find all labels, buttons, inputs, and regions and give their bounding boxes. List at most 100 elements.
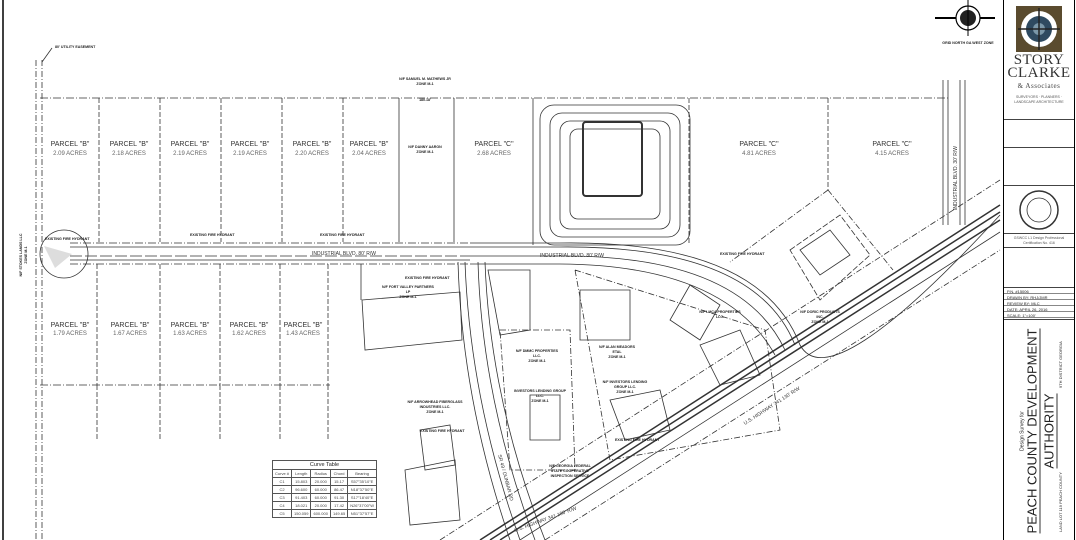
firm-address [1004, 120, 1074, 148]
north-arrow-icon [935, 0, 995, 36]
cell: 91.403 [291, 493, 312, 502]
column-header: Bearing [347, 469, 377, 478]
cell: 96.600 [291, 485, 312, 494]
parcel-name: PARCEL "B" [51, 141, 90, 148]
cell: 20.000 [310, 501, 331, 510]
parcel-name: PARCEL "C" [872, 141, 912, 148]
cell: C5 [271, 509, 293, 518]
parcel-acres: 2.04 ACRES [352, 151, 386, 157]
parcels-bottom: PARCEL "B" 1.79 ACRES PARCEL "B" 1.67 AC… [51, 322, 323, 337]
project-info: P.N. #15006 DRAWN BY: RHJ/JMR REVIEW BY:… [1004, 288, 1074, 320]
north-arrow-label: GRID NORTH GA WEST ZONE [942, 41, 994, 45]
parcel-acres: 2.20 ACRES [295, 151, 329, 157]
cell: C2 [271, 485, 293, 494]
date: DATE: APRIL 26, 2016 [1004, 306, 1074, 312]
cell: 600.000 [310, 509, 331, 518]
parcel-acres: 1.43 ACRES [286, 331, 320, 337]
hydrant-label: EXISTING FIRE HYDRANT [45, 237, 90, 241]
cell: N51°37'57"E [347, 509, 377, 518]
parcel-acres: 1.67 ACRES [113, 331, 147, 337]
hydrant-labels: EXISTING FIRE HYDRANT EXISTING FIRE HYDR… [45, 233, 765, 442]
cell: 60.000 [310, 485, 331, 494]
cell: 60.000 [310, 493, 331, 502]
land-lot: LAND LOT 119 PEACH COUNTY [1058, 472, 1063, 532]
cell: 17.42 [329, 501, 349, 510]
scale: SCALE: 1"=100' [1004, 312, 1074, 318]
parcel-name: PARCEL "B" [171, 141, 210, 148]
drawn-by: DRAWN BY: RHJ/JMR [1004, 294, 1074, 300]
column-header: Curve # [271, 469, 293, 478]
cell: C1 [271, 477, 293, 486]
parcel-name: PARCEL "B" [110, 141, 149, 148]
cell: C3 [271, 493, 293, 502]
cell: 20.000 [310, 477, 331, 486]
cell: N26°37'00"W [347, 501, 377, 510]
parcel-name: PARCEL "B" [230, 322, 269, 329]
client-name-2: AUTHORITY [1041, 393, 1058, 469]
column-header: Chord [329, 469, 349, 478]
parcel-acres: 2.18 ACRES [112, 151, 146, 157]
cell: S17°18'40"E [347, 493, 377, 502]
parcel-name: PARCEL "C" [474, 141, 514, 148]
parcel-name: PARCEL "C" [739, 141, 779, 148]
parcels-top: PARCEL "B" 2.09 ACRES PARCEL "B" 2.18 AC… [51, 141, 913, 157]
road-industrial-blvd-vertical: INDUSTRIAL BLVD. 30' R/W [953, 146, 959, 210]
hydrant-label: EXISTING FIRE HYDRANT [190, 233, 235, 237]
easement-label: 80' UTILITY EASEMENT [55, 45, 96, 49]
parcel-acres: 2.68 ACRES [477, 151, 511, 157]
cell: 15.803 [291, 477, 312, 486]
cell: C4 [271, 501, 293, 510]
district: 9TH DISTRICT GEORGIA [1058, 341, 1063, 388]
parcel-name: PARCEL "B" [293, 141, 332, 148]
hydrant-label: EXISTING FIRE HYDRANT [615, 438, 660, 442]
hydrant-label: EXISTING FIRE HYDRANT [420, 429, 465, 433]
site-plan-drawing: GRID NORTH GA WEST ZONE [2, 0, 1001, 540]
parcel-acres: 2.19 ACRES [233, 151, 267, 157]
parcel-name: PARCEL "B" [231, 141, 270, 148]
surveyor-seal [1004, 186, 1074, 234]
hydrant-label: EXISTING FIRE HYDRANT [320, 233, 365, 237]
cell: 149.65 [329, 509, 349, 518]
parcel-name: PARCEL "B" [171, 322, 210, 329]
parcel-name: PARCEL "B" [111, 322, 150, 329]
parcel-acres: 1.63 ACRES [173, 331, 207, 337]
review-by: REVIEW BY: MLC [1004, 300, 1074, 306]
parcel-acres: 1.79 ACRES [53, 331, 87, 337]
parcel-acres: 4.15 ACRES [875, 151, 909, 157]
project-title: Design Survey for PEACH COUNTY DEVELOPME… [1008, 326, 1070, 536]
notes-block [1004, 148, 1074, 186]
curve-table: Curve Table Curve # Length Radius Chord … [271, 460, 377, 518]
hydrant-label: EXISTING FIRE HYDRANT [720, 252, 765, 256]
column-header: Radius [310, 469, 331, 478]
parcel-acres: 2.19 ACRES [173, 151, 207, 157]
road-industrial-blvd: INDUSTRIAL BLVD. 80' R/W [312, 251, 376, 257]
cell: 91.30 [329, 493, 349, 502]
owner-stokes: N/F STOKES LANDS LLCZONE M-1 [19, 233, 28, 276]
project-number: P.N. #15006 [1004, 288, 1074, 294]
cell: S57°35'10"E [347, 477, 377, 486]
client-name: PEACH COUNTY DEVELOPMENT [1024, 328, 1041, 534]
parcel-name: PARCEL "B" [350, 141, 389, 148]
curve-table-header: Curve # Length Radius Chord Bearing [271, 469, 377, 478]
blank-area [1004, 248, 1074, 288]
curve-table-title: Curve Table [272, 460, 377, 469]
mathews-dimension: 180.18' [419, 98, 431, 102]
cell: 150.059 [291, 509, 312, 518]
cell: 86.47 [329, 485, 349, 494]
